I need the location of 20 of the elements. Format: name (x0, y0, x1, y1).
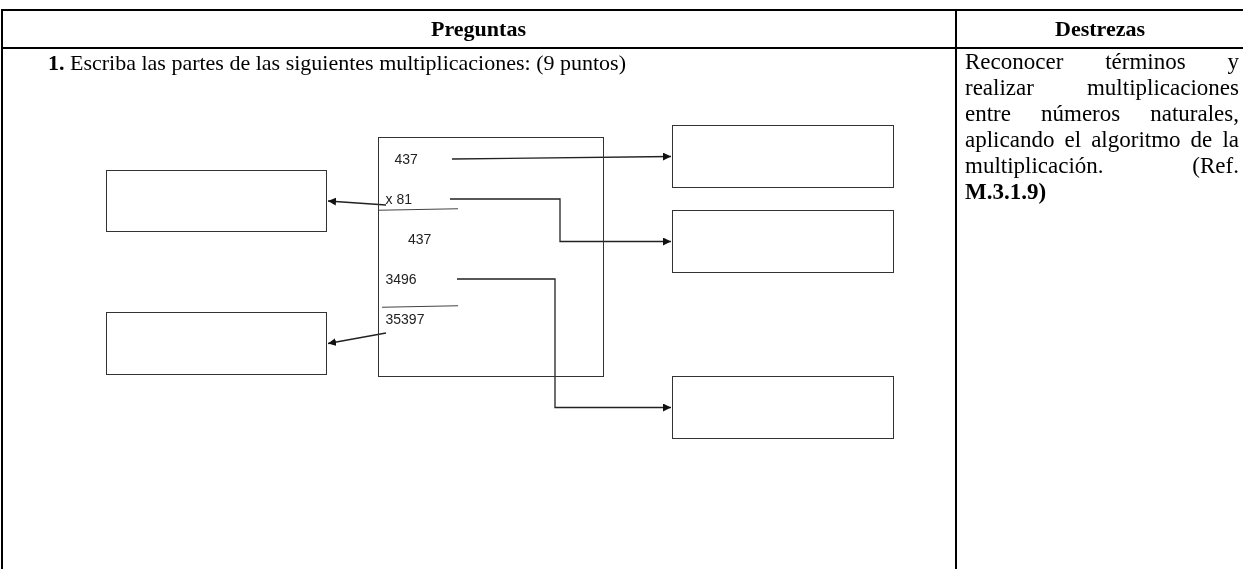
answer-box (106, 312, 327, 375)
partial-product-number: 3496 (385, 269, 457, 288)
answer-box (672, 376, 894, 439)
arrow (449, 198, 672, 246)
skill-description: Reconocer términos y realizar multiplicaciones entre números naturales, aplicando el algoritmo de la multiplicación. (Ref. M.3.1.9) (965, 49, 1239, 205)
arrow (451, 152, 672, 161)
partial-product-number: 437 (408, 230, 433, 248)
multiplicand-number: 437 (394, 149, 452, 168)
answer-box (672, 125, 894, 188)
arrow (456, 278, 672, 412)
arrow (327, 197, 387, 206)
product-number: 35397 (385, 309, 456, 328)
answer-box (106, 170, 327, 232)
answer-box (672, 210, 894, 273)
arrow (327, 332, 387, 346)
column-header: Destrezas (1054, 15, 1146, 43)
question-text: 1. Escriba las partes de las siguientes multiplicaciones: (9 puntos) (48, 49, 627, 77)
multiplication-box (378, 137, 604, 377)
multiplier-number: x 81 (385, 189, 450, 208)
column-header: Preguntas (430, 15, 527, 43)
